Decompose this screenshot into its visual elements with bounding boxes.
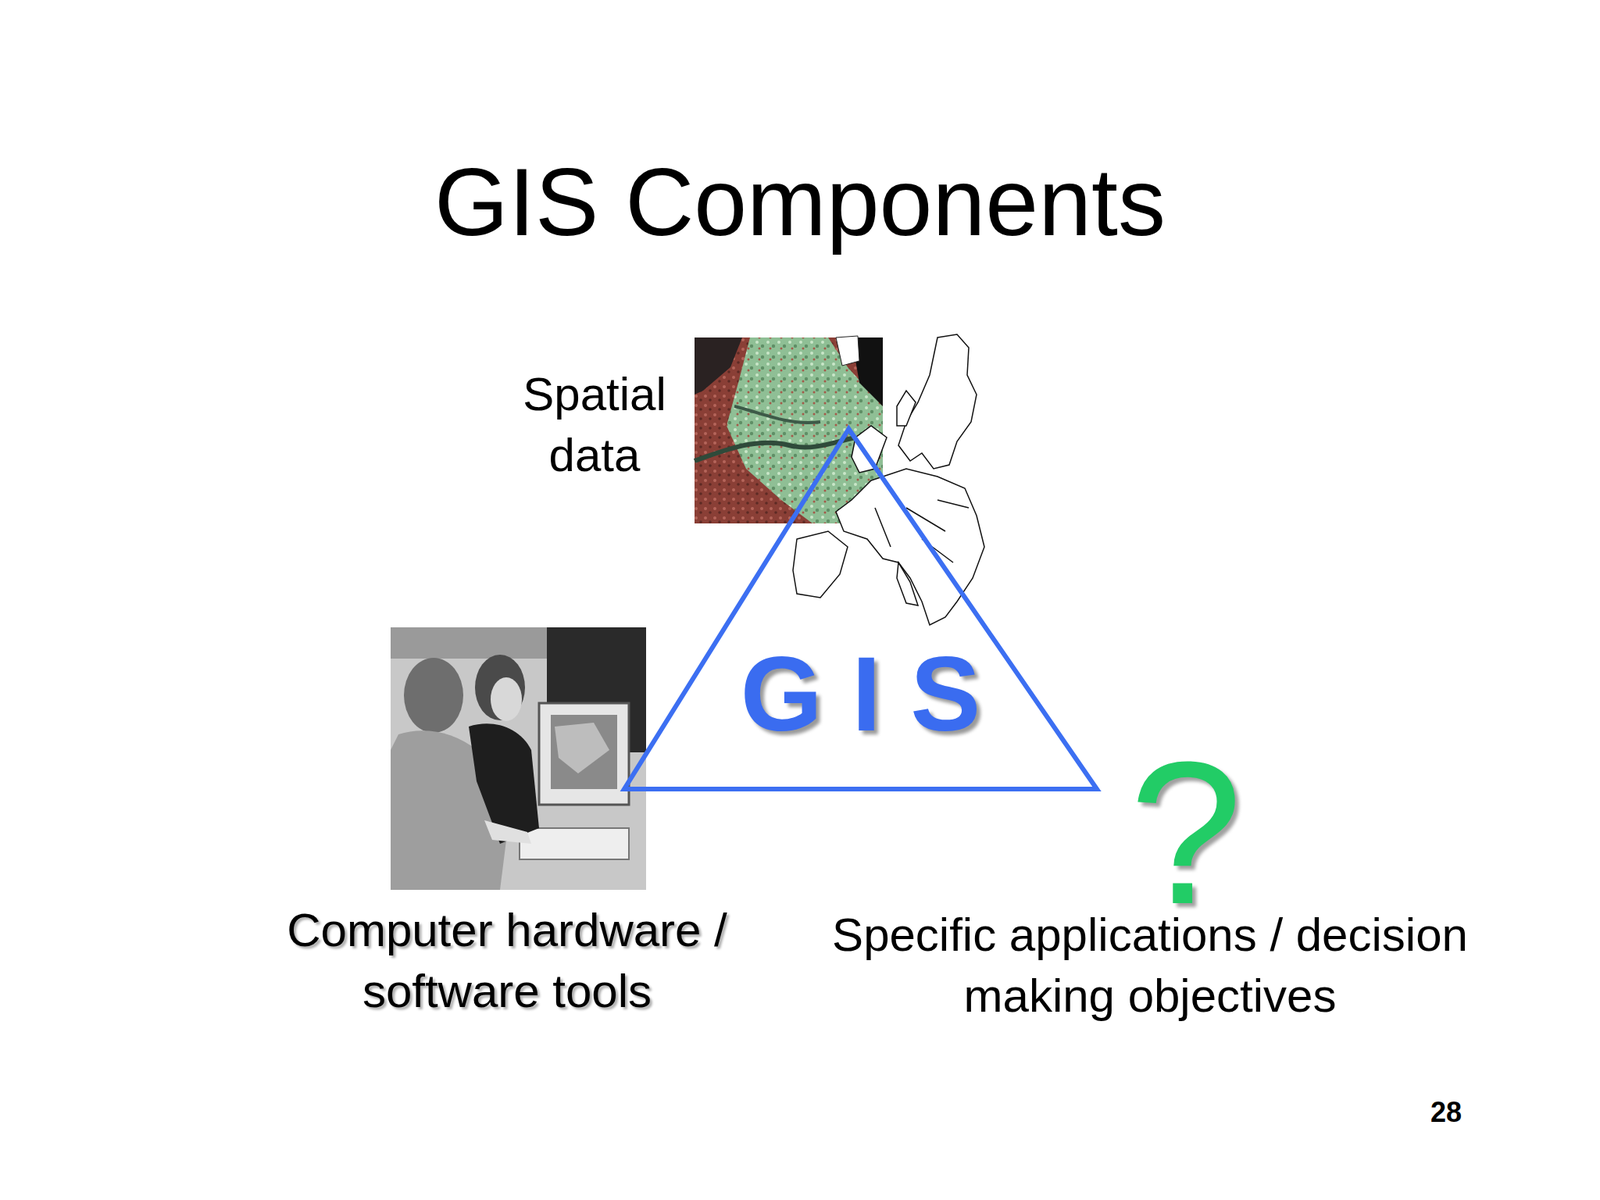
question-mark: ? (1100, 731, 1272, 935)
slide-title: GIS Components (409, 154, 1191, 250)
triangle-line (624, 428, 1097, 790)
computer-photo (390, 627, 647, 890)
gis-lettering: G I S (624, 641, 1097, 747)
page-number: 28 (1407, 1098, 1486, 1127)
component-label: Computer hardware / software tools (233, 900, 781, 1022)
component-label: Spatial data (489, 364, 700, 486)
gis-triangle: G I S (624, 428, 1097, 790)
satellite-image (694, 335, 883, 524)
